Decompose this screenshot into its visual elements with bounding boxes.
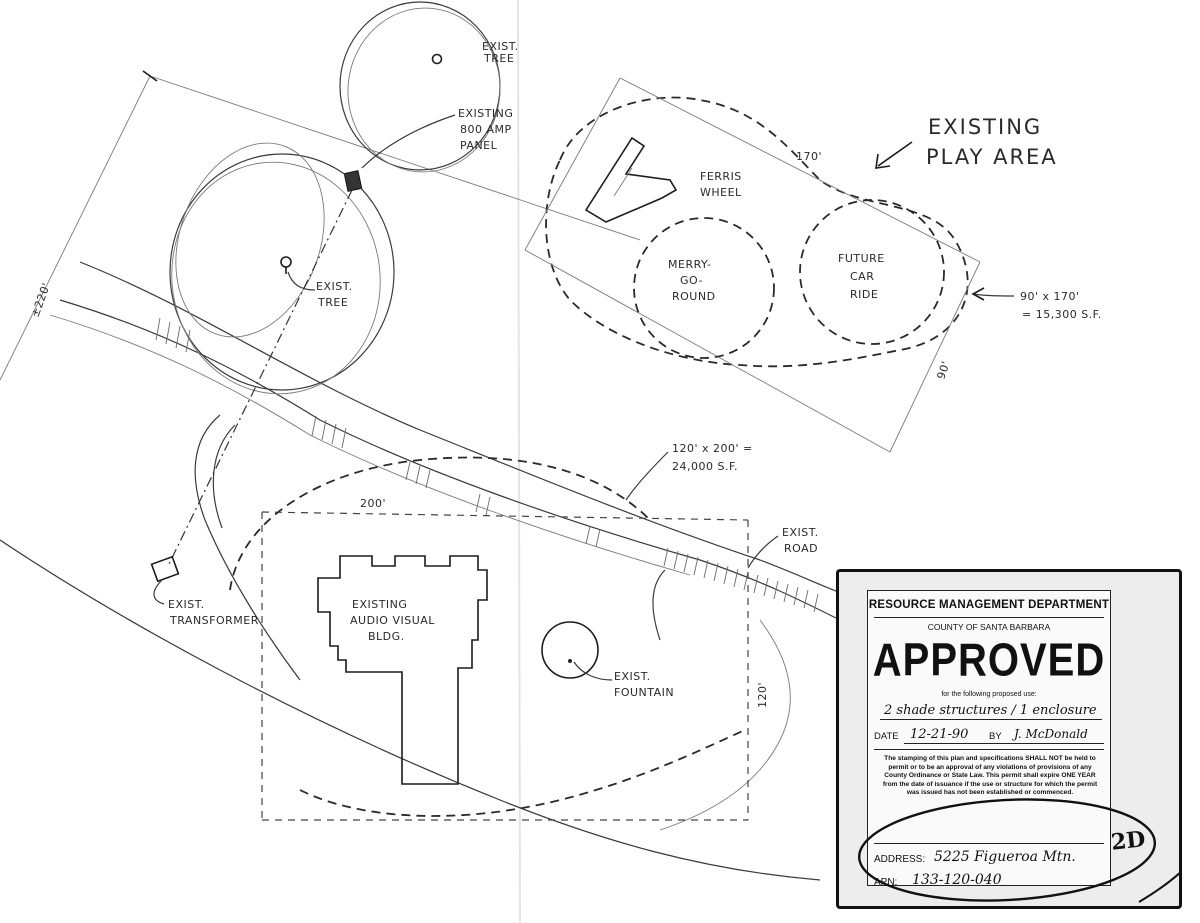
dim-170-label: 170'	[796, 150, 822, 163]
stamp-margin-note: 2D	[1109, 826, 1147, 856]
stamp-county: COUNTY OF SANTA BARBARA	[927, 622, 1051, 632]
approval-stamp: RESOURCE MANAGEMENT DEPARTMENT COUNTY OF…	[867, 590, 1111, 888]
future-car-ride-label-3: RIDE	[850, 288, 878, 301]
ferris-wheel-label-2: WHEEL	[700, 186, 742, 199]
stamp-department: RESOURCE MANAGEMENT DEPARTMENT	[868, 599, 1110, 611]
stamp-apn: 133-120-040	[912, 872, 1002, 888]
property-line	[0, 70, 641, 381]
lower-area-boundary	[229, 456, 749, 821]
stamp-address-label: ADDRESS:	[874, 854, 926, 865]
av-building-outline	[317, 555, 488, 785]
transformer-symbol	[150, 555, 180, 583]
stamp-signature: J. McDonald	[1014, 727, 1088, 741]
play-area-arrow	[875, 141, 913, 169]
stamp-apn-row: APN: 133-120-040	[874, 872, 1104, 892]
stamp-by-label: BY	[989, 731, 1002, 742]
av-bldg-label-3: BLDG.	[368, 630, 405, 643]
stamp-date-label: DATE	[874, 731, 899, 742]
ferris-wheel-label-1: FERRIS	[700, 170, 742, 183]
merry-go-round-circle	[633, 217, 775, 359]
transformer-label-2: TRANSFORMER	[169, 614, 259, 627]
exist-tree-top-label-2: TREE	[483, 52, 514, 65]
exist-road-label-2: ROAD	[784, 542, 818, 555]
existing-road	[0, 261, 861, 881]
stamp-date: 12-21-90	[910, 727, 969, 742]
exist-tree-mid-label-1: EXIST.	[316, 280, 353, 293]
merry-go-round-label-1: MERRY-	[668, 258, 711, 271]
panel-label-1: EXISTING	[458, 107, 513, 120]
approval-stamp-panel: RESOURCE MANAGEMENT DEPARTMENT COUNTY OF…	[836, 569, 1182, 909]
transformer-label-1: EXIST.	[168, 598, 205, 611]
fountain-label-1: EXIST.	[614, 670, 651, 683]
future-car-ride-label-1: FUTURE	[838, 252, 885, 265]
power-line	[167, 189, 353, 567]
stamp-date-underline	[904, 743, 1104, 744]
merry-go-round-label-3: ROUND	[672, 290, 716, 303]
stamp-proposed-use: 2 shade structures / 1 enclosure	[880, 703, 1102, 720]
panel-label-3: PANEL	[460, 139, 498, 152]
stamp-apn-label: APN:	[874, 877, 898, 888]
ferris-wheel-outline	[584, 136, 678, 223]
stamp-for-use-label: for the following proposed use:	[941, 691, 1037, 698]
exist-road-label-1: EXIST.	[782, 526, 819, 539]
stamp-divider	[874, 617, 1104, 618]
dim-120-label: 120'	[756, 682, 769, 708]
future-car-ride-label-2: CAR	[850, 270, 874, 283]
stamp-date-row: DATE 12-21-90 BY J. McDonald	[874, 727, 1104, 745]
dim-200-label: 200'	[360, 497, 386, 510]
play-area-title-1: EXISTING	[928, 115, 1042, 139]
exist-tree-top-label-1: EXIST.	[482, 40, 519, 53]
av-bldg-label-1: EXISTING	[352, 598, 407, 611]
fountain-symbol	[541, 621, 599, 679]
stamp-address-row: ADDRESS: 5225 Figueroa Mtn.	[874, 849, 1104, 869]
dim-90-label: 90'	[934, 359, 952, 381]
play-area-title-2: PLAY AREA	[926, 145, 1058, 169]
lower-area-size-1: 120' x 200' =	[672, 442, 753, 455]
stamp-divider	[874, 843, 1104, 844]
exist-tree-mid-circle	[169, 142, 395, 395]
panel-label-2: 800 AMP	[460, 123, 512, 136]
lower-area-size-2: 24,000 S.F.	[672, 460, 738, 473]
exist-tree-mid-label-2: TREE	[317, 296, 348, 309]
av-bldg-label-2: AUDIO VISUAL	[350, 614, 435, 627]
play-area-size-2: = 15,300 S.F.	[1022, 308, 1102, 321]
play-area-size-1: 90' x 170'	[1020, 290, 1080, 303]
stamp-fine-print: The stamping of this plan and specificat…	[882, 755, 1098, 797]
merry-go-round-label-2: GO-	[680, 274, 703, 287]
fountain-label-2: FOUNTAIN	[614, 686, 674, 699]
stamp-status: APPROVED	[872, 635, 1106, 686]
stamp-address: 5225 Figueroa Mtn.	[934, 849, 1076, 865]
future-car-ride-circle	[799, 199, 945, 345]
play-area-boundary	[524, 77, 981, 453]
dim-220-label: ±220'	[29, 281, 53, 319]
stamp-divider	[874, 749, 1104, 750]
exist-tree-top-circle	[339, 1, 501, 173]
